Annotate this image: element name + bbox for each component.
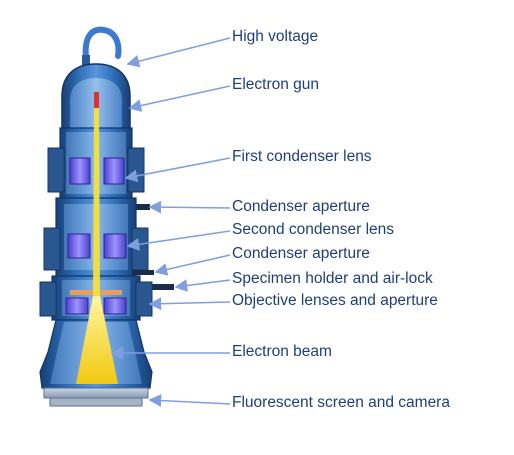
objective-lens-right	[103, 297, 127, 315]
fluorescent-screen	[43, 387, 149, 399]
electron-beam-cone	[76, 296, 118, 384]
arrow-fluorescent-screen	[148, 394, 231, 407]
electron-beam-upper	[93, 108, 100, 300]
arrow-first-condenser-lens	[124, 157, 231, 183]
label-fluorescent-screen: Fluorescent screen and camera	[232, 394, 450, 411]
arrow-specimen-holder	[174, 279, 231, 292]
condenser-aperture-rod-2	[132, 270, 154, 275]
first-condenser-lens-right	[103, 157, 125, 185]
first-condenser-lens-left	[69, 157, 91, 185]
label-electron-gun: Electron gun	[232, 76, 320, 93]
arrow-electron-gun	[128, 85, 231, 112]
label-specimen-holder: Specimen holder and air-lock	[232, 270, 433, 287]
label-condenser-aperture-1: Condenser aperture	[232, 198, 370, 215]
condenser-aperture-rod-1	[128, 204, 150, 210]
objective-lens-left	[65, 297, 89, 315]
electron-emitter	[94, 92, 99, 108]
second-condenser-lens-left	[67, 233, 91, 259]
arrow-high-voltage	[126, 37, 231, 68]
leader-arrows	[110, 37, 231, 407]
label-objective-lenses: Objective lenses and aperture	[232, 292, 438, 309]
arrow-condenser-aperture-2	[154, 254, 231, 276]
label-high-voltage: High voltage	[232, 28, 319, 45]
high-voltage-cable	[82, 26, 122, 61]
camera-base	[49, 397, 143, 407]
arrow-condenser-aperture-1	[148, 200, 231, 214]
label-first-condenser-lens: First condenser lens	[232, 148, 372, 165]
arrow-second-condenser-lens	[126, 230, 231, 251]
arrow-objective-lenses	[148, 297, 231, 311]
specimen-holder-rod	[134, 284, 174, 290]
label-second-condenser-lens: Second condenser lens	[232, 221, 395, 238]
second-condenser-lens-right	[103, 233, 127, 259]
label-electron-beam: Electron beam	[232, 343, 332, 360]
cable-connector	[82, 55, 90, 67]
label-condenser-aperture-2: Condenser aperture	[232, 245, 370, 262]
